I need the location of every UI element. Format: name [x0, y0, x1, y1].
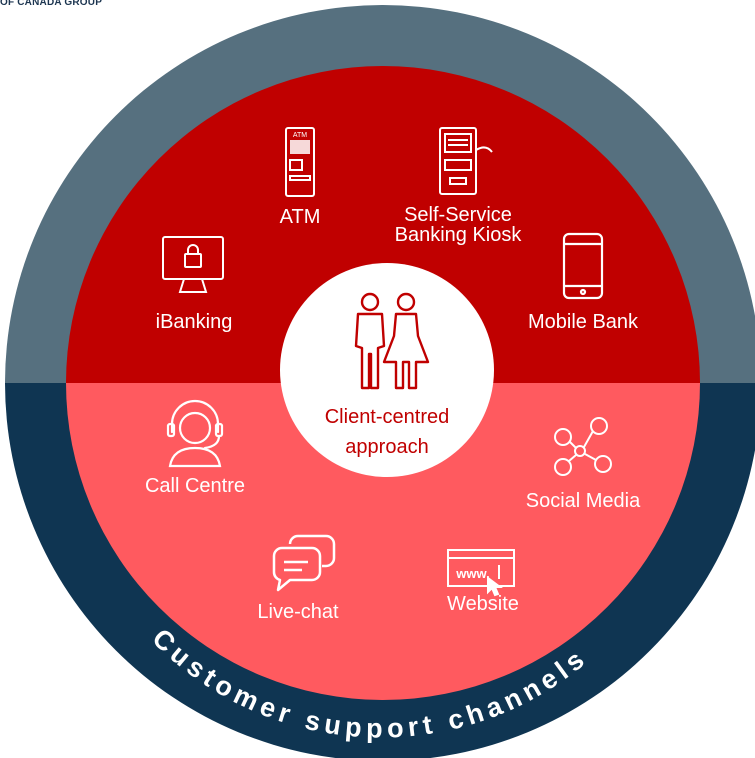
website-label: Website [447, 593, 519, 615]
center-circle [280, 263, 494, 477]
website-icon: www. [447, 549, 515, 597]
call-centre-label: Call Centre [145, 475, 245, 497]
kiosk-label-line2: Banking Kiosk [395, 224, 523, 246]
logo-text: OF CANADA GROUP [0, 0, 103, 8]
social-media-label: Social Media [526, 490, 641, 512]
kiosk-icon [439, 127, 493, 195]
live-chat-label: Live-chat [257, 601, 339, 623]
atm-icon: ATM [285, 127, 315, 197]
monitor-lock-icon [162, 236, 224, 293]
mobile-bank-label: Mobile Bank [528, 311, 639, 333]
center-label-line2: approach [345, 436, 428, 458]
smartphone-icon [562, 232, 604, 300]
ibanking-label: iBanking [156, 311, 233, 333]
chat-bubbles-icon [272, 534, 336, 592]
people-icon [354, 292, 430, 390]
center-label-line1: Client-centred [325, 406, 450, 428]
svg-text:www.: www. [455, 566, 489, 581]
social-network-icon [554, 417, 612, 476]
atm-label: ATM [280, 206, 321, 228]
svg-text:ATM: ATM [293, 132, 307, 139]
headset-icon [166, 399, 224, 468]
kiosk-label-line1: Self-Service [404, 204, 512, 226]
